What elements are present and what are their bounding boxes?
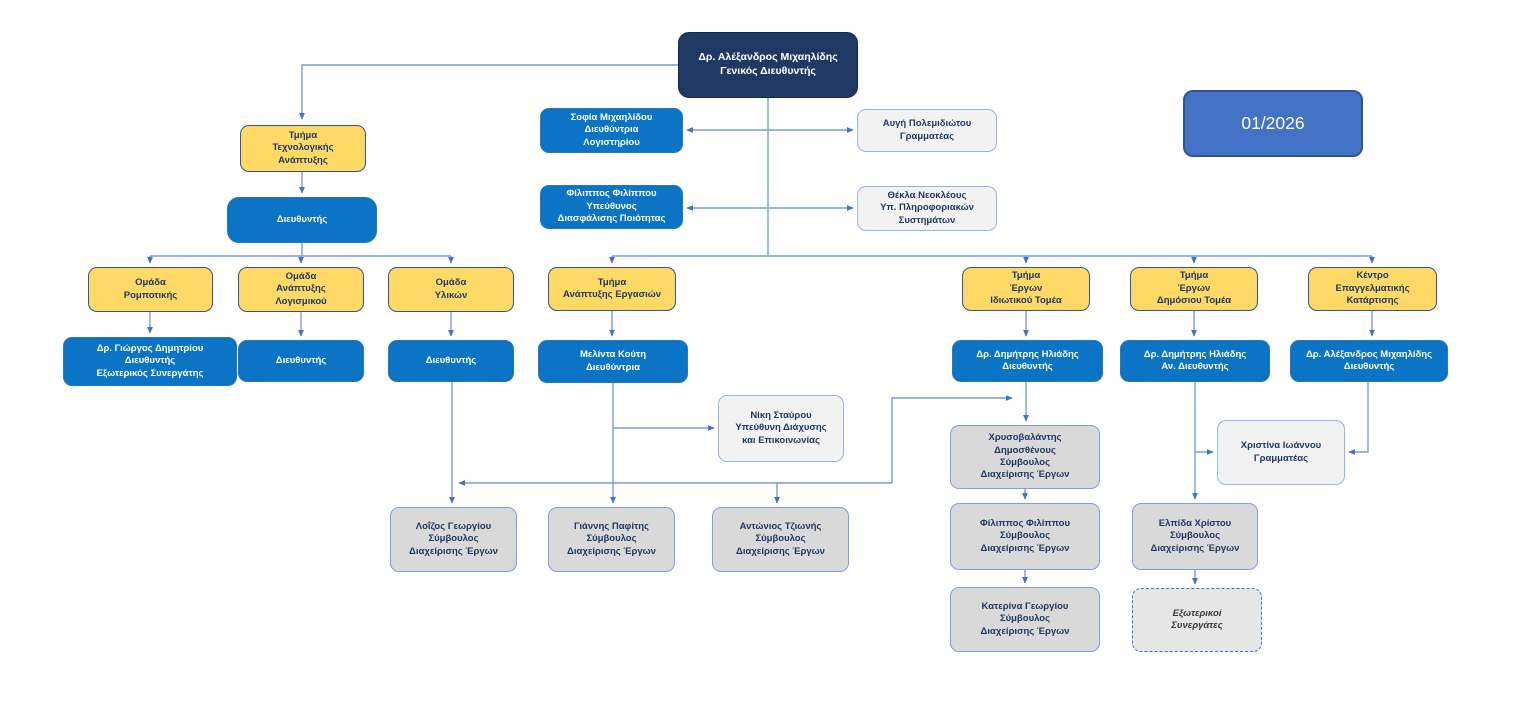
node-secretary-christina: Χριστίνα Ιωάννου Γραμματέας (1217, 420, 1345, 485)
node-technology-director: Διευθυντής (227, 197, 377, 243)
node-consultant-katerina: Κατερίνα Γεωργίου Σύμβουλος Διαχείρισης … (950, 587, 1100, 652)
node-business-development-dept: Τμήμα Ανάπτυξης Εργασιών (548, 267, 676, 311)
node-robotics-director: Δρ. Γιώργος Δημητρίου Διευθυντής Εξωτερι… (63, 337, 237, 386)
node-consultant-chrysovalantis: Χρυσοβαλάντης Δημοσθένους Σύμβουλος Διαχ… (950, 425, 1100, 489)
node-quality-assurance-officer: Φίλιππος Φιλίππου Υπεύθυνος Διασφάλισης … (540, 185, 683, 229)
node-it-systems-officer: Θέκλα Νεοκλέους Υπ. Πληροφοριακών Συστημ… (857, 186, 997, 231)
node-software-director: Διευθυντής (238, 340, 364, 382)
node-consultant-filippos: Φίλιππος Φιλίππου Σύμβουλος Διαχείρισης … (950, 503, 1100, 570)
node-dissemination-communication-officer: Νίκη Σταύρου Υπεύθυνη Διάχυσης και Επικο… (718, 395, 844, 462)
node-robotics-team: Ομάδα Ρομποτικής (88, 267, 213, 312)
date-badge: 01/2026 (1183, 90, 1363, 157)
node-consultant-elpida: Ελπίδα Χρίστου Σύμβουλος Διαχείρισης Έργ… (1132, 503, 1258, 570)
node-private-sector-projects-dept: Τμήμα Έργων Ιδιωτικού Τομέα (962, 267, 1090, 311)
node-general-director: Δρ. Αλέξανδρος Μιχαηλίδης Γενικός Διευθυ… (678, 32, 858, 98)
node-consultant-giannis: Γιάννης Παφίτης Σύμβουλος Διαχείρισης Έρ… (548, 507, 675, 572)
node-business-development-director: Μελίντα Κούτη Διευθύντρια (538, 340, 688, 383)
node-vocational-center-director: Δρ. Αλέξανδρος Μιχαηλίδης Διευθυντής (1290, 340, 1448, 382)
node-external-partners: Εξωτερικοί Συνεργάτες (1132, 588, 1262, 652)
node-consultant-antonios: Αντώνιος Τζιωνής Σύμβουλος Διαχείρισης Έ… (712, 507, 849, 572)
node-software-team: Ομάδα Ανάπτυξης Λογισμικού (238, 267, 364, 312)
node-vocational-training-center: Κέντρο Επαγγελματικής Κατάρτισης (1308, 267, 1437, 311)
node-public-sector-projects-dept: Τμήμα Έργων Δημόσιου Τομέα (1130, 267, 1258, 311)
node-materials-director: Διευθυντής (388, 340, 514, 382)
node-materials-team: Ομάδα Υλικών (388, 267, 514, 312)
node-accounting-director: Σοφία Μιχαηλίδου Διευθύντρια Λογιστηρίου (540, 108, 683, 153)
node-consultant-loizos: Λοΐζος Γεωργίου Σύμβουλος Διαχείρισης Έρ… (390, 507, 517, 572)
node-public-sector-deputy-director: Δρ. Δημήτρης Ηλιάδης Αν. Διευθυντής (1120, 340, 1270, 382)
node-private-sector-director: Δρ. Δημήτρης Ηλιάδης Διευθυντής (952, 340, 1103, 382)
node-secretary-avgi: Αυγή Πολεμιδιώτου Γραμματέας (857, 109, 997, 152)
node-technology-development-dept: Τμήμα Τεχνολογικής Ανάπτυξης (240, 125, 366, 172)
